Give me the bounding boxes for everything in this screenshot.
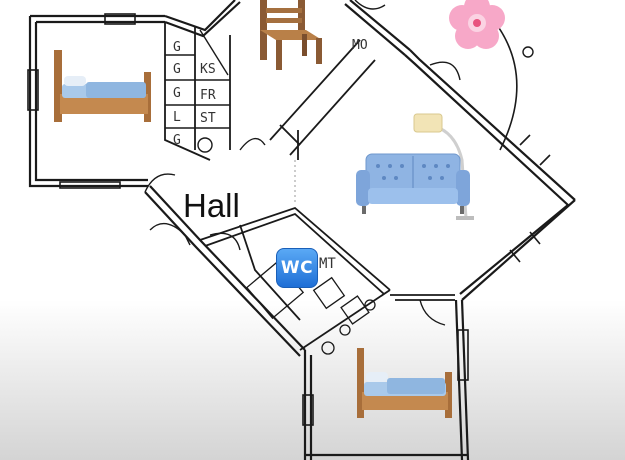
bed-icon [54,50,151,122]
door-hall-lower [149,222,191,246]
room-label-hall: Hall [183,187,240,224]
counter-end [279,124,301,146]
wall-living-right-inner [459,204,569,295]
balcony-knob [522,46,534,58]
tick-3 [509,249,521,263]
door-kitchen [239,137,266,151]
floor-lamp-icon [413,113,474,220]
cabinet-label: G [173,133,181,148]
door-bottom-bed [419,299,446,326]
door-bathroom [209,232,241,251]
counter-line-2 [289,59,376,156]
bed-icon [357,348,452,418]
wall-top-angle [164,0,236,32]
wall-kitchen-diag [349,0,411,51]
kitchen-label-mo: MO [352,38,368,53]
wall-bedroom-left-inner [34,22,148,182]
wall-bathroom-top [199,206,391,291]
cabinet-label: G [173,62,181,77]
wall-kitchen-diag-inner [344,3,406,56]
counter-line-1 [269,39,361,141]
wall-bathroom-bottom [299,289,391,351]
window-bottom-1 [59,181,121,189]
cabinet-label: G [173,40,181,55]
wall-living-right [461,199,576,301]
door-top [354,0,386,10]
tick-4 [529,231,541,245]
window-left-1 [27,69,39,111]
wall-living-top-inner [404,54,569,206]
cabinet-label: G [173,86,181,101]
wall-cabinets-left [164,22,211,161]
bath-fixture-line [239,224,301,321]
cabinet-grid [165,29,230,153]
cabinet-label-ks: KS [200,62,216,77]
wall-bedroom-left [28,16,148,188]
sofa-icon [356,153,470,214]
paper-shadow [0,300,625,460]
exterior-walls [28,0,576,460]
tick-1 [519,134,531,146]
bathroom-label-mt: MT [319,256,336,272]
window-top-1 [104,13,136,25]
cabinet-label: L [173,110,181,125]
chair-icon [260,0,322,70]
wall-hall-diag-inner [144,191,301,357]
door-hall-left [144,173,176,193]
door-living-top [429,61,461,81]
wc-icon: WC [276,248,318,288]
window-bottom-bed-left [302,394,314,426]
cherry-blossom-icon [449,0,505,49]
interior-walls [164,22,455,351]
cabinet-label-st: ST [200,111,216,126]
wall-bathroom-top-inner [204,212,385,295]
wall-living-top [409,49,576,201]
window-marks [27,13,551,426]
tick-2 [539,154,551,166]
sink-basin [197,137,213,153]
window-bottom-bed-right [457,329,469,381]
cabinet-label-fr: FR [200,88,216,103]
